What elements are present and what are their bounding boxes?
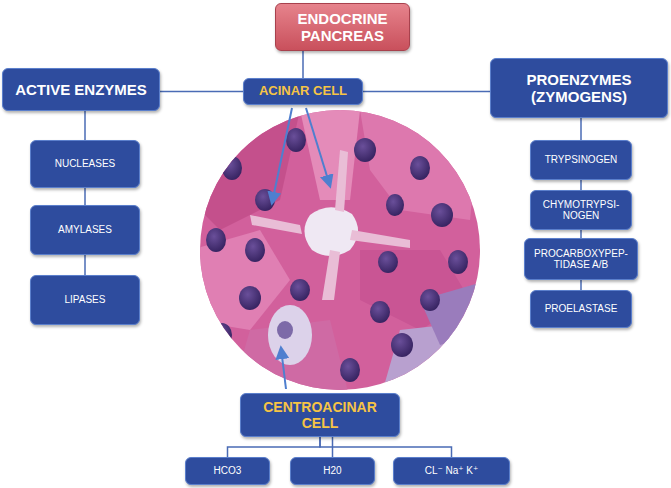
leader-arrow — [281, 348, 286, 389]
tissue-section — [350, 230, 410, 248]
category-box: PROENZYMES (ZYMOGENS) — [490, 58, 668, 118]
cell-nucleus — [222, 156, 242, 180]
cell-nucleus — [206, 228, 226, 252]
tissue-section — [190, 100, 490, 400]
tissue-section — [322, 250, 340, 300]
zymogen-box: TRYPSINOGEN — [530, 140, 632, 180]
connector-line — [228, 437, 321, 457]
node-label: ACTIVE ENZYMES — [15, 81, 147, 98]
node-label: CL⁻ Na⁺ K⁺ — [425, 465, 479, 477]
cell-nucleus — [410, 156, 430, 180]
connector-line — [84, 255, 86, 275]
node-label: NUCLEASES — [55, 158, 116, 170]
tissue-section — [335, 150, 348, 212]
connector-line — [320, 437, 452, 457]
node-label: ENDOCRINE PANCREAS — [297, 10, 387, 45]
node-label: LIPASES — [65, 294, 106, 306]
tissue-section — [268, 305, 312, 365]
node-label: ACINAR CELL — [259, 84, 347, 99]
node-label: PROENZYMES (ZYMOGENS) — [526, 71, 631, 106]
enzyme-box: LIPASES — [30, 275, 140, 325]
node-label: CHYMOTRYPSI- NOGEN — [543, 199, 620, 222]
tissue-section — [360, 110, 480, 220]
zymogen-box: PROELASTASE — [530, 290, 632, 328]
cell-nucleus — [354, 138, 376, 162]
connector-line — [84, 188, 86, 205]
cell-nucleus — [286, 128, 306, 152]
secretion-box: CL⁻ Na⁺ K⁺ — [393, 457, 510, 485]
cell-nucleus — [431, 203, 453, 227]
leader-arrow — [272, 108, 292, 203]
cell-nucleus — [386, 194, 404, 216]
cell-nucleus — [277, 321, 293, 339]
secretion-box: HCO3 — [185, 457, 270, 485]
connector-line — [160, 91, 243, 93]
enzyme-box: NUCLEASES — [30, 140, 140, 188]
node-label: AMYLASES — [58, 224, 112, 236]
category-box: ACTIVE ENZYMES — [2, 68, 160, 111]
tissue-section — [190, 100, 490, 400]
leader-arrow — [272, 108, 330, 389]
connector-line — [580, 280, 582, 290]
zymogen-box: PROCARBOXYPEP- TIDASE A/B — [524, 238, 638, 280]
secretion-box: H20 — [290, 457, 375, 485]
cell-nucleus — [378, 251, 398, 273]
cell-nucleus — [239, 286, 261, 310]
node-label: TRYPSINOGEN — [545, 154, 618, 166]
cell-box: ACINAR CELL — [243, 78, 363, 105]
cell-nucleus — [245, 238, 265, 262]
node-label: CENTROACINAR CELL — [263, 399, 377, 431]
tissue-section — [420, 280, 490, 345]
tissue-section — [190, 110, 300, 230]
cell-nucleus — [212, 323, 232, 347]
connector-line — [302, 51, 304, 78]
zymogen-box: CHYMOTRYPSI- NOGEN — [530, 190, 632, 230]
connector-line — [84, 111, 86, 140]
cell-nucleus — [340, 358, 360, 382]
cell-nucleus — [448, 250, 468, 274]
tissue-section — [250, 215, 302, 234]
connector-line — [580, 180, 582, 190]
cell-nucleus — [458, 333, 478, 357]
tissue-section — [304, 207, 358, 256]
connector-line — [580, 230, 582, 238]
cell-nucleus — [420, 289, 440, 311]
connector-line — [363, 91, 490, 93]
cell-nucleus — [290, 279, 310, 301]
tissue-section — [300, 110, 360, 200]
node-label: H20 — [323, 465, 341, 477]
leader-arrow — [306, 108, 330, 186]
node-label: HCO3 — [214, 465, 242, 477]
cell-nucleus — [370, 301, 390, 323]
cell-nucleus — [391, 333, 413, 357]
cell-box: CENTROACINAR CELL — [240, 393, 400, 437]
node-label: PROCARBOXYPEP- TIDASE A/B — [531, 248, 631, 271]
cell-nucleus — [206, 128, 478, 382]
enzyme-box: AMYLASES — [30, 205, 140, 255]
connector-line — [580, 118, 582, 140]
title-box: ENDOCRINE PANCREAS — [275, 3, 410, 51]
node-label: PROELASTASE — [545, 303, 618, 315]
